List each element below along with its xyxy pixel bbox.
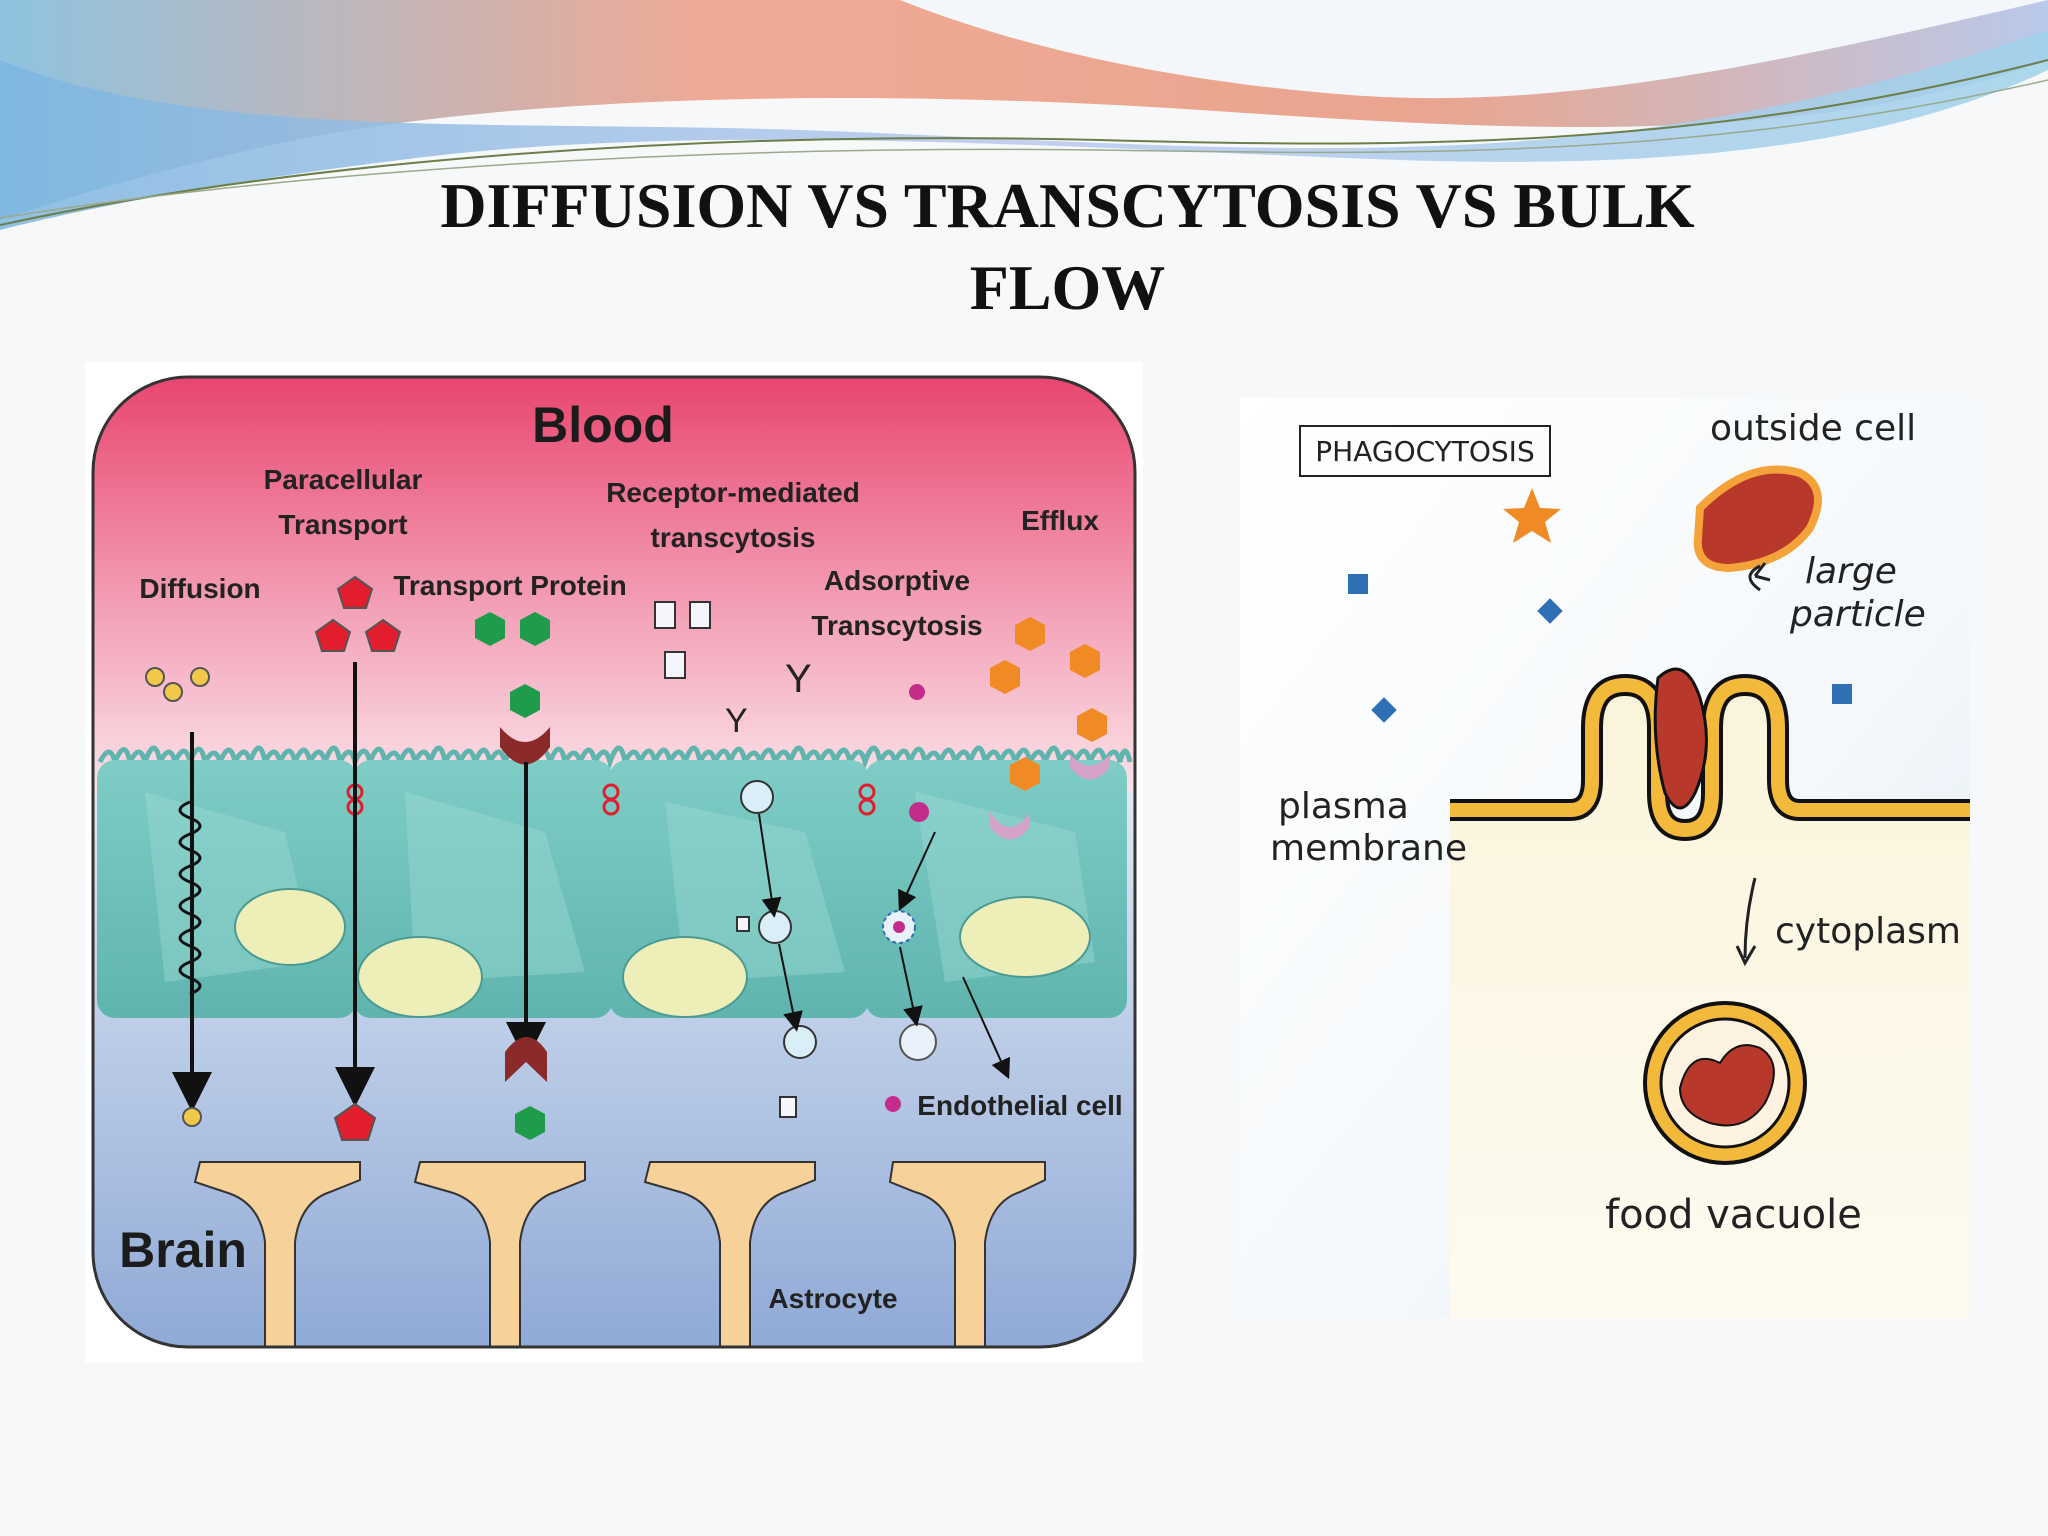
cube-icon (654, 601, 797, 1118)
astrocyte-label: Astrocyte (768, 1283, 897, 1314)
hexagon-icon (475, 612, 505, 646)
pentagon-icon (364, 618, 402, 652)
paracellular-label-line2: Transport (278, 509, 407, 540)
receptor-mediated-label-line2: transcytosis (651, 522, 816, 553)
hexagon-icon (515, 1106, 545, 1140)
title-line-2: FLOW (969, 252, 1166, 323)
square-icon (1348, 574, 1368, 594)
receptor-mediated-label-line1: Receptor-mediated (606, 477, 860, 508)
brain-label: Brain (119, 1222, 247, 1278)
hexagon-icon (1010, 757, 1040, 791)
hexagon-icon (1070, 644, 1100, 678)
paracellular-label-line1: Paracellular (264, 464, 423, 495)
adsorptive-pathway (882, 684, 1010, 1112)
nucleus (622, 936, 748, 1018)
astrocyte-feet (193, 1161, 1046, 1347)
star-icon (1503, 488, 1561, 543)
nucleus (357, 936, 483, 1018)
square-icon (1832, 684, 1852, 704)
plasma-membrane-label-line2: membrane (1270, 828, 1467, 869)
outside-cell-label: outside cell (1710, 408, 1916, 449)
efflux-label: Efflux (1021, 505, 1099, 536)
nucleus (959, 896, 1091, 978)
pentagon-icon (314, 618, 352, 652)
plasma-membrane-label-line1: plasma (1278, 786, 1409, 827)
cytoplasm-label: cytoplasm (1775, 911, 1961, 952)
adsorptive-label-line1: Adsorptive (824, 565, 970, 596)
diffusion-label: Diffusion (139, 573, 260, 604)
hexagon-icon (520, 612, 550, 646)
nucleus (234, 888, 346, 966)
phagocytosis-diagram: PHAGOCYTOSIS outside cell large particle… (1240, 398, 1970, 1318)
header-wave-banner (0, 0, 2048, 230)
hexagon-icon (990, 660, 1020, 694)
phagocytosis-title: PHAGOCYTOSIS (1315, 435, 1534, 468)
endothelial-cell-layer (97, 760, 1127, 1018)
receptor-mediated-pathway: Y Y (654, 601, 817, 1118)
transport-protein-pathway (475, 612, 550, 1140)
paracellular-pathway (314, 575, 402, 1141)
food-vacuole-label: food vacuole (1605, 1192, 1862, 1238)
blood-brain-barrier-diagram: Blood Paracellular Transport Diffusion T… (85, 362, 1143, 1362)
adsorptive-label-line2: Transcytosis (811, 610, 982, 641)
hexagon-icon (1015, 617, 1045, 651)
receptor-y-icon: Y (725, 702, 748, 740)
endothelial-cell-label: Endothelial cell (917, 1090, 1122, 1121)
hexagon-icon (510, 684, 540, 718)
slide-title: DIFFUSION VS TRANSCYTOSIS VS BULK FLOW (300, 165, 1835, 329)
hexagon-icon (1077, 708, 1107, 742)
transport-protein-label: Transport Protein (393, 570, 626, 601)
large-particle (1693, 465, 1822, 573)
diffusion-pathway (145, 667, 212, 1127)
food-vacuole (1643, 1001, 1807, 1165)
pentagon-icon (336, 575, 374, 609)
efflux-pathway (990, 617, 1110, 840)
blood-label: Blood (532, 397, 674, 453)
title-line-1: DIFFUSION VS TRANSCYTOSIS VS BULK (440, 170, 1695, 241)
receptor-y-icon: Y (785, 657, 812, 701)
phagocytosis-title-box (1299, 425, 1551, 477)
large-particle-label-line2: particle (1789, 594, 1926, 635)
pentagon-icon (333, 1102, 377, 1141)
large-particle-label-line1: large (1805, 551, 1897, 592)
